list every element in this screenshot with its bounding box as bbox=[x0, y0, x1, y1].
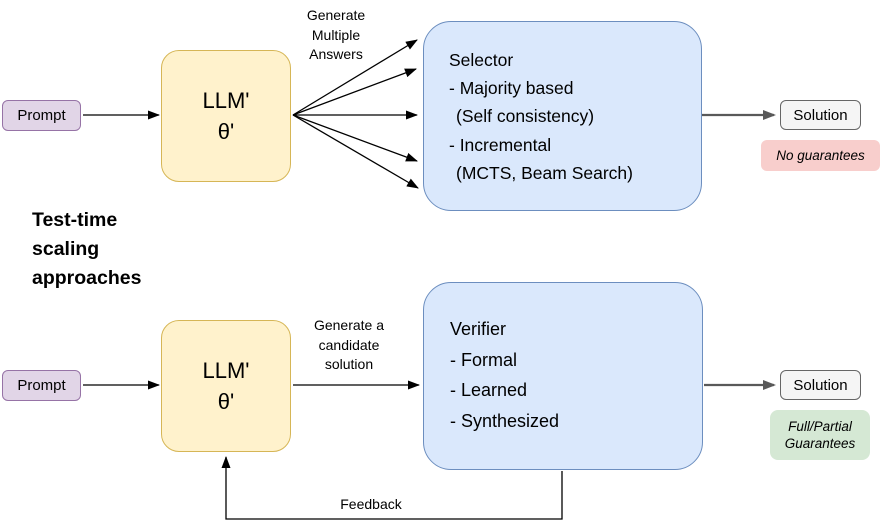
selector-node bbox=[423, 21, 702, 211]
fan-arrow-2 bbox=[292, 68, 417, 116]
generate-candidate-label: Generate a candidate solution bbox=[313, 317, 385, 372]
selector-title: Selector bbox=[449, 50, 514, 70]
fan-arrow-1 bbox=[292, 39, 418, 116]
selector-item-mcts: (MCTS, Beam Search) bbox=[456, 162, 633, 183]
selector-item-self-consistency: (Self consistency) bbox=[456, 106, 595, 127]
verifier-item-learned: - Learned bbox=[450, 380, 528, 400]
verifier-title: Verifier bbox=[450, 319, 507, 339]
feedback-arrow bbox=[221, 456, 563, 520]
solution-label-bottom: Solution bbox=[793, 376, 848, 394]
fan-arrow-4 bbox=[292, 114, 418, 162]
selector-item-majority: - Majority based bbox=[449, 78, 574, 99]
prompt-label-top: Prompt bbox=[17, 107, 66, 124]
diagram-title: Test-time scaling approaches bbox=[32, 209, 142, 289]
llm-node-bottom: LLM' θ' bbox=[161, 320, 291, 452]
llm-label-top-line2: θ' bbox=[217, 119, 235, 144]
selector-item-incremental: - Incremental bbox=[449, 134, 552, 155]
prompt-node-bottom: Prompt bbox=[2, 370, 81, 401]
verifier-text: Verifier - Formal - Learned - Synthesize… bbox=[450, 314, 559, 436]
solution-label-top: Solution bbox=[793, 106, 848, 124]
llm-label-top-line1: LLM' bbox=[202, 88, 250, 113]
feedback-label: Feedback bbox=[340, 496, 402, 512]
prompt-node-top: Prompt bbox=[2, 100, 81, 131]
verifier-item-synthesized: - Synthesized bbox=[450, 410, 560, 431]
no-guarantees-badge: No guarantees bbox=[761, 140, 880, 171]
full-partial-guarantees-badge: Full/Partial Guarantees bbox=[770, 410, 870, 460]
selector-text: Selector - Majority based (Self consiste… bbox=[449, 46, 633, 187]
solution-node-bottom: Solution bbox=[780, 370, 861, 400]
llm-label-bottom-line2: θ' bbox=[217, 389, 235, 414]
verifier-item-formal: - Formal bbox=[450, 349, 517, 370]
solution-node-top: Solution bbox=[780, 100, 861, 130]
llm-node-top: LLM' θ' bbox=[161, 50, 291, 182]
verifier-node bbox=[423, 282, 703, 470]
llm-label-bottom-line1: LLM' bbox=[202, 358, 250, 383]
prompt-label-bottom: Prompt bbox=[17, 377, 66, 394]
fan-arrow-5 bbox=[292, 114, 419, 189]
generate-multiple-answers-label: Generate Multiple Answers bbox=[306, 7, 366, 62]
